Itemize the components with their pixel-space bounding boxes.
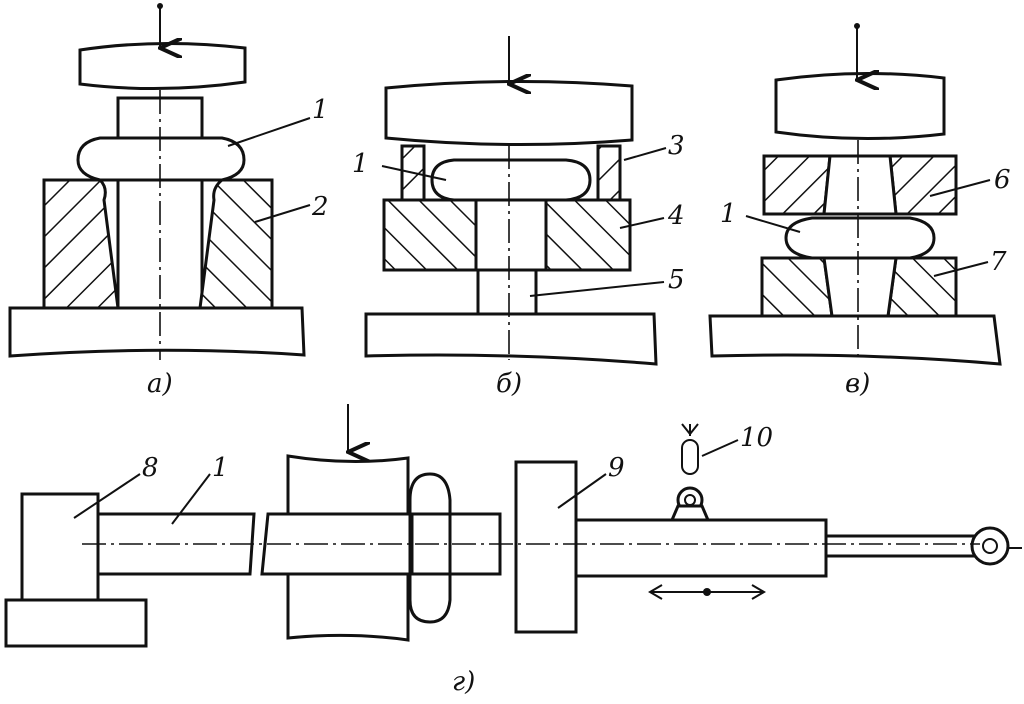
die-9 — [514, 460, 578, 634]
upper-die-v — [774, 71, 946, 141]
figure-g: 8 1 9 10 г) — [4, 404, 1022, 697]
figure-b: 1 3 4 5 б) — [352, 36, 685, 399]
caption-g: г) — [452, 667, 475, 697]
label-b-3: 3 — [668, 131, 685, 161]
stop-base — [4, 598, 148, 648]
label-b-4: 4 — [667, 201, 685, 231]
die-7-right — [886, 256, 958, 318]
workpiece-v — [784, 216, 936, 260]
workpiece-b — [430, 158, 592, 202]
eyelet-g — [970, 526, 1010, 566]
anvil-a — [8, 306, 306, 358]
die-a-left — [42, 178, 120, 310]
chain-10 — [669, 423, 711, 522]
anvil-v — [708, 314, 1002, 366]
label-a-2: 2 — [311, 192, 329, 222]
label-v-1: 1 — [720, 199, 737, 229]
label-b-5: 5 — [668, 265, 685, 295]
upper-die-g — [286, 454, 410, 516]
die-7-left — [760, 256, 834, 318]
die-a-right — [198, 178, 274, 310]
figure-a: 1 2 а) — [8, 3, 329, 399]
anvil-b — [364, 312, 658, 366]
die-b-right — [544, 198, 632, 272]
pusher-g — [574, 518, 828, 578]
caption-b: б) — [496, 369, 522, 399]
die-6-left — [762, 154, 832, 216]
ejector-b — [476, 268, 538, 316]
label-g-8: 8 — [142, 453, 159, 483]
label-g-1: 1 — [212, 453, 229, 483]
upper-die-b — [384, 79, 634, 147]
caption-v: в) — [845, 369, 870, 399]
label-a-1: 1 — [312, 95, 329, 125]
die-b-left — [382, 198, 478, 272]
die-6-right — [888, 154, 958, 216]
caption-a: а) — [147, 369, 173, 399]
upper-die-a — [78, 41, 247, 91]
insert-b — [474, 198, 548, 272]
lower-die-g — [286, 572, 410, 642]
label-b-1: 1 — [352, 149, 369, 179]
ring-3-right — [596, 144, 622, 204]
figure-v: 6 1 7 в) — [708, 23, 1011, 399]
label-v-7: 7 — [990, 247, 1007, 277]
label-v-6: 6 — [994, 165, 1011, 195]
upset-head-a — [76, 136, 246, 182]
label-g-9: 9 — [608, 453, 625, 483]
label-g-10: 10 — [740, 423, 773, 453]
